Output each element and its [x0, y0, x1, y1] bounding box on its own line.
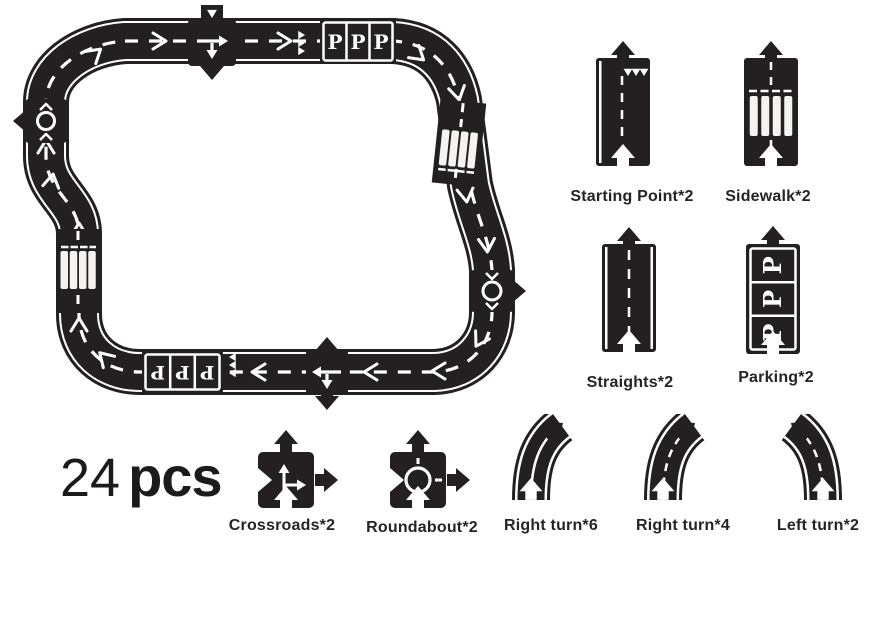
piece-count-unit: pcs: [128, 445, 222, 508]
parking-letter: P: [350, 30, 365, 54]
parking-letter: P: [151, 361, 165, 383]
crossroads-label: Crossroads*2: [228, 517, 336, 534]
track-parking-bottom: P P P: [142, 351, 223, 393]
left-turn-2-piece-icon: [780, 414, 842, 501]
track-roundabout-right: [470, 270, 526, 312]
parking-piece-icon: P P P: [746, 226, 800, 354]
sidewalk-label: Sidewalk*2: [725, 188, 811, 205]
right-turn-4-label: Right turn*4: [636, 517, 730, 534]
track-joint-arrows: [36, 31, 497, 382]
track-sidewalk-right: [431, 98, 487, 188]
roundabout-label: Roundabout*2: [366, 519, 478, 536]
parking-letter: P: [758, 256, 787, 274]
track-sidewalk-left: [56, 229, 100, 313]
track-road-loop: [46, 41, 492, 372]
piece-count-number: 24: [60, 448, 121, 508]
track-start-marks-bottom: [229, 352, 236, 378]
track-crossroads-top: [188, 5, 236, 80]
track-start-marks-top: [298, 30, 305, 56]
sidewalk-piece-icon: [744, 41, 798, 167]
parking-letter: P: [327, 30, 342, 54]
track-roundabout-left: [13, 99, 67, 143]
parking-letter: P: [373, 30, 388, 54]
straights-piece-icon: [602, 227, 656, 353]
parking-letter: P: [175, 361, 189, 383]
parking-letter: P: [758, 290, 787, 308]
right-turn-6-label: Right turn*6: [504, 517, 598, 534]
track-parking-top: P P P: [320, 19, 396, 64]
parking-label: Parking*2: [738, 369, 814, 386]
assembled-track-diagram: P P P: [13, 5, 526, 410]
crossroads-piece-icon: [249, 430, 338, 509]
right-turn-4-piece-icon: [644, 414, 706, 501]
right-turn-6-piece-icon: [512, 414, 574, 501]
roundabout-piece-icon: [381, 430, 470, 509]
piece-count: 24 pcs: [60, 444, 223, 509]
straights-label: Straights*2: [586, 374, 674, 391]
parking-letter: P: [200, 361, 214, 383]
left-turn-2-label: Left turn*2: [776, 517, 860, 534]
starting-point-label: Starting Point*2: [570, 188, 694, 205]
track-crossroads-bottom: [306, 337, 348, 410]
starting-point-piece-icon: [596, 41, 650, 167]
